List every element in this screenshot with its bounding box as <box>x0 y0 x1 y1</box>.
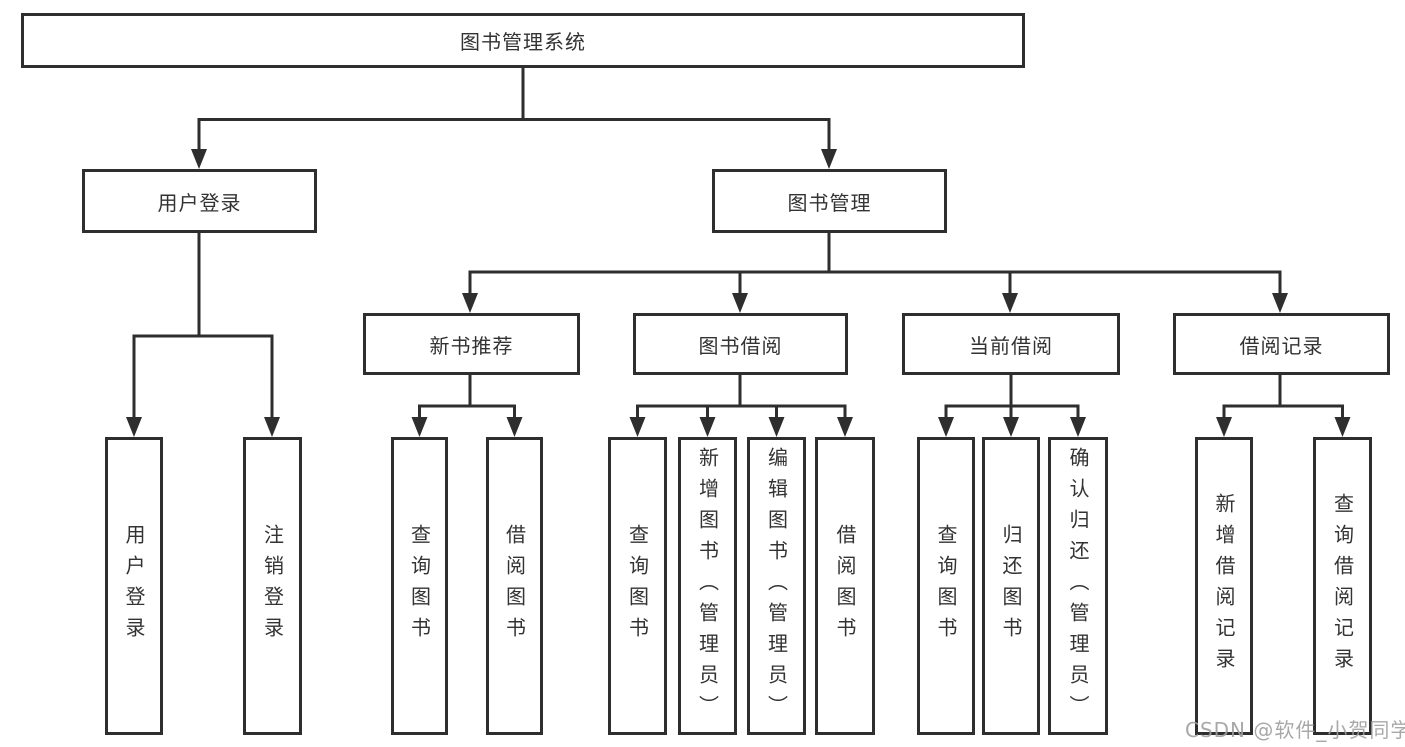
leaf-label: 借阅图书 <box>833 524 857 648</box>
leaf-bb-borrow-books: 借阅图书 <box>815 437 875 735</box>
box-book-borrow: 图书借阅 <box>633 313 848 375</box>
leaf-label: 新增借阅记录 <box>1212 493 1236 679</box>
leaf-cb-query-books: 查询图书 <box>917 437 975 735</box>
arrowhead <box>768 417 785 437</box>
leaf-bb-edit-books-admin: 编辑图书（管理员） <box>747 437 806 735</box>
arrowhead <box>462 293 478 313</box>
leaf-label: 编辑图书（管理员） <box>764 446 789 726</box>
arrowhead <box>821 149 837 169</box>
csdn-watermark: CSDN @软件_小贺同学 <box>1185 718 1405 742</box>
box-borrow-records: 借阅记录 <box>1173 313 1390 375</box>
arrowhead <box>1002 293 1018 313</box>
leaf-label: 查询图书 <box>407 524 432 648</box>
leaf-label: 确认归还（管理员） <box>1066 446 1090 726</box>
arrowhead <box>1334 417 1351 437</box>
arrowhead <box>629 417 646 437</box>
arrowhead <box>126 417 142 437</box>
leaf-nbr-query-books: 查询图书 <box>391 437 448 735</box>
leaf-user-login: 用户登录 <box>105 437 163 735</box>
arrowhead <box>837 417 853 437</box>
arrowhead <box>938 417 954 437</box>
arrowhead <box>1272 293 1288 313</box>
leaf-cb-confirm-return-admin: 确认归还（管理员） <box>1048 437 1108 735</box>
box-root-system: 图书管理系统 <box>21 13 1025 68</box>
leaf-label: 新增图书（管理员） <box>695 446 720 726</box>
arrowhead <box>264 417 280 437</box>
connectors-root <box>191 68 837 169</box>
leaf-label: 注销登录 <box>260 524 285 648</box>
arrowhead <box>506 417 523 437</box>
leaf-label: 借阅图书 <box>502 524 527 648</box>
leaf-label: 归还图书 <box>999 524 1023 648</box>
arrowhead <box>191 149 207 169</box>
arrowhead <box>1070 417 1086 437</box>
leaf-logout-login: 注销登录 <box>243 437 302 735</box>
arrowhead <box>732 293 748 313</box>
leaf-bb-query-books: 查询图书 <box>608 437 667 735</box>
connectors-borrow-records <box>1216 375 1351 437</box>
leaf-label: 查询图书 <box>625 524 650 648</box>
leaf-bb-add-books-admin: 新增图书（管理员） <box>678 437 737 735</box>
leaf-cb-return-books: 归还图书 <box>982 437 1040 735</box>
box-user-login: 用户登录 <box>82 169 317 233</box>
leaf-nbr-borrow-books: 借阅图书 <box>486 437 543 735</box>
connectors-user-login <box>126 233 280 437</box>
box-new-book-recommend: 新书推荐 <box>363 313 580 375</box>
leaf-br-query-record: 查询借阅记录 <box>1313 437 1372 735</box>
arrowhead <box>1003 417 1019 437</box>
box-current-borrow: 当前借阅 <box>902 313 1120 375</box>
box-book-management: 图书管理 <box>712 169 947 233</box>
connectors-book-borrow <box>629 375 853 437</box>
leaf-label: 用户登录 <box>122 524 146 648</box>
arrowhead <box>699 417 716 437</box>
connectors-current-borrow <box>938 375 1086 437</box>
leaf-label: 查询借阅记录 <box>1330 493 1355 679</box>
arrowhead <box>1216 417 1232 437</box>
arrowhead <box>411 417 428 437</box>
leaf-br-add-record: 新增借阅记录 <box>1195 437 1253 735</box>
connectors-book-management <box>462 233 1288 313</box>
connectors-new-book-recommend <box>411 375 523 437</box>
leaf-label: 查询图书 <box>934 524 958 648</box>
